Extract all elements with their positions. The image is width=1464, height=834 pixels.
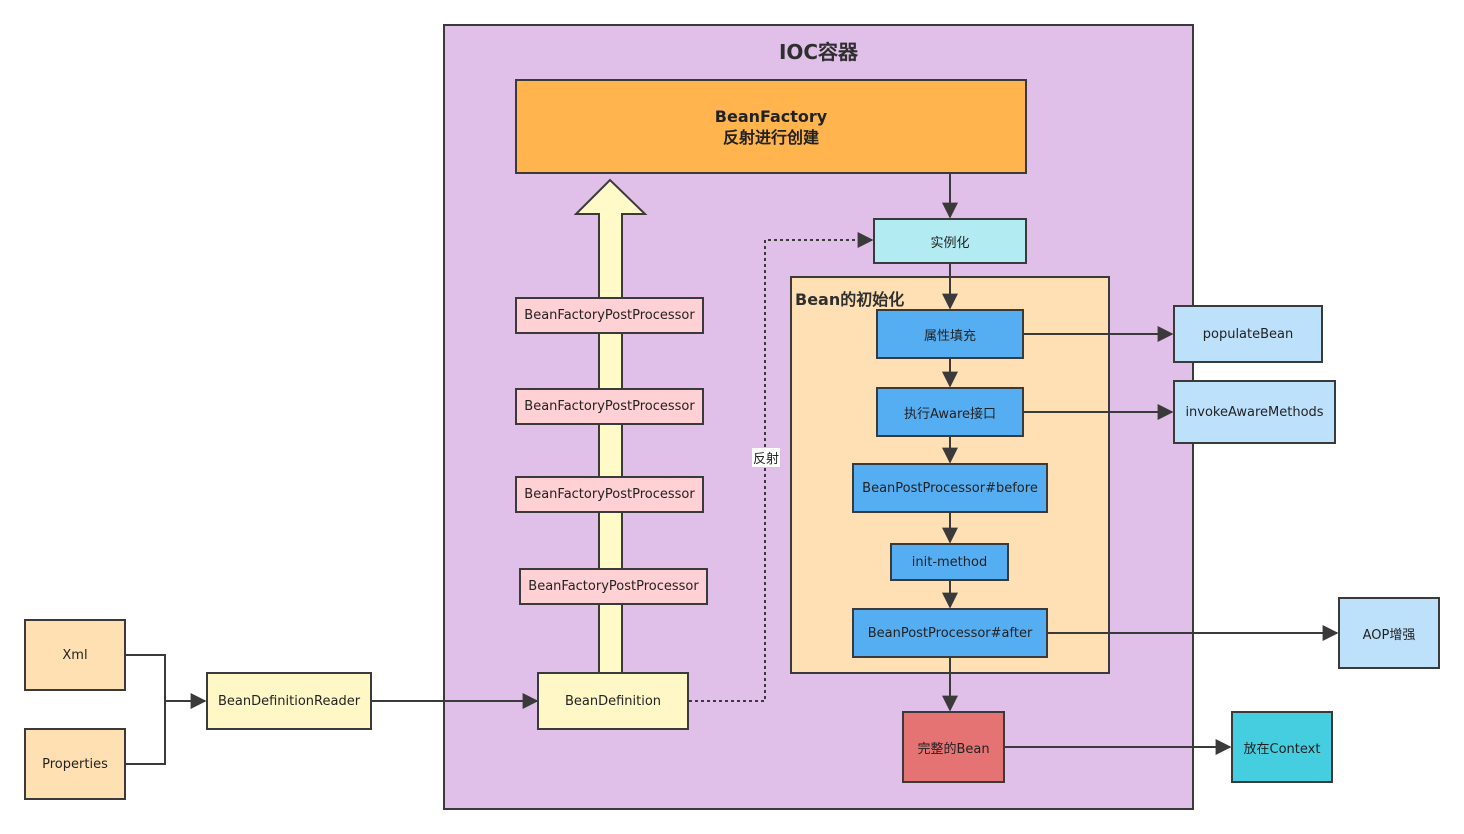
populate-bean-box: populateBean — [1173, 305, 1323, 363]
aware-step-box: 执行Aware接口 — [876, 387, 1024, 437]
complete-bean-box: 完整的Bean — [902, 711, 1005, 783]
instantiate-box: 实例化 — [873, 218, 1027, 264]
post-processor-box: BeanFactoryPostProcessor — [515, 476, 704, 513]
post-processor-box: BeanFactoryPostProcessor — [515, 297, 704, 334]
properties-source-box: Properties — [24, 728, 126, 800]
put-in-context-box: 放在Context — [1231, 711, 1333, 783]
post-processor-box: BeanFactoryPostProcessor — [519, 568, 708, 605]
post-processor-after-box: BeanPostProcessor#after — [852, 608, 1048, 658]
xml-connector — [125, 654, 166, 701]
aop-enhance-box: AOP增强 — [1338, 597, 1440, 669]
populate-step-box: 属性填充 — [876, 309, 1024, 359]
ioc-container-title: IOC容器 — [778, 40, 859, 64]
reflection-dotted-arrow — [689, 232, 874, 702]
bean-factory-subtitle: 反射进行创建 — [722, 127, 819, 147]
xml-source-box: Xml — [24, 619, 126, 691]
init-method-box: init-method — [890, 543, 1009, 581]
reflection-label: 反射 — [752, 448, 781, 467]
post-processor-box: BeanFactoryPostProcessor — [515, 388, 704, 425]
properties-connector — [125, 701, 166, 765]
invoke-aware-methods-box: invokeAwareMethods — [1173, 380, 1336, 444]
bean-definition-reader-box: BeanDefinitionReader — [206, 672, 372, 730]
bean-definition-box: BeanDefinition — [537, 672, 689, 730]
bean-factory-name: BeanFactory — [714, 106, 828, 126]
bean-factory-box: BeanFactory 反射进行创建 — [515, 79, 1027, 174]
big-up-arrow — [573, 178, 648, 687]
post-processor-before-box: BeanPostProcessor#before — [852, 463, 1048, 513]
bean-init-title: Bean的初始化 — [795, 290, 905, 309]
